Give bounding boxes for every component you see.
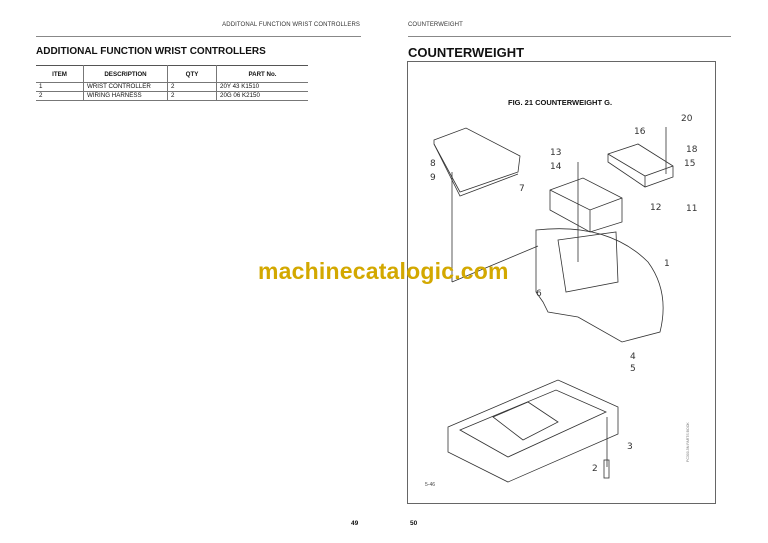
callout-5: 5	[630, 364, 636, 374]
cell-qty: 2	[167, 82, 217, 92]
cover-plate	[433, 127, 521, 193]
callout-4: 4	[630, 352, 636, 362]
parts-table: ITEM DESCRIPTION QTY PART No. 1 WRIST CO…	[36, 65, 308, 101]
weight-block	[549, 177, 623, 233]
bolt-line	[451, 245, 539, 283]
figure-side-code: PC300-5N PARTS BOOK	[686, 422, 690, 462]
cell-item: 1	[36, 82, 84, 92]
cover-plate-edge	[433, 143, 519, 197]
running-header-left: ADDITONAL FUNCTION WRIST CONTROLLERS	[222, 22, 360, 28]
frame-bracket	[492, 401, 559, 441]
callout-6: 6	[536, 289, 542, 299]
callout-14: 14	[550, 162, 562, 172]
column-header-part-no: PART No.	[216, 65, 308, 83]
counterweight-exploded-diagram	[433, 127, 674, 483]
bolt-2	[603, 459, 610, 479]
callout-1: 1	[664, 259, 670, 269]
table-row: 1 WRIST CONTROLLER 2 20Y 43 K1510	[36, 82, 308, 92]
upper-frame	[447, 379, 619, 483]
cell-item: 2	[36, 91, 84, 101]
callout-7: 7	[519, 184, 525, 194]
column-header-qty: QTY	[167, 65, 217, 83]
figure-caption: FIG. 21 COUNTERWEIGHT G.	[508, 98, 613, 107]
page-number-right: 50	[410, 520, 418, 527]
running-header-right: COUNTERWEIGHT	[408, 22, 463, 28]
callout-18: 18	[686, 145, 698, 155]
counterweight-cavity	[557, 231, 619, 293]
callout-9: 9	[430, 173, 436, 183]
figure-frame: FIG. 21 COUNTERWEIGHT G. 20 16 18 15 13 …	[407, 61, 716, 504]
callout-3: 3	[627, 442, 633, 452]
cell-qty: 2	[167, 91, 217, 101]
counterweight-body	[535, 228, 664, 343]
watermark: machinecatalogic.com	[258, 258, 509, 284]
cell-part-no: 20Y 43 K1510	[216, 82, 308, 92]
page-number-left: 49	[351, 520, 359, 527]
upper-frame-inner	[459, 389, 607, 458]
callout-15: 15	[684, 159, 696, 169]
callout-13: 13	[550, 148, 562, 158]
column-header-item: ITEM	[36, 65, 84, 83]
top-weight-block	[607, 143, 674, 188]
column-header-description: DESCRIPTION	[83, 65, 168, 83]
header-rule-right	[408, 36, 731, 37]
header-rule-left	[36, 36, 361, 37]
callout-2: 2	[592, 464, 598, 474]
callout-16: 16	[634, 127, 646, 137]
callout-8: 8	[430, 159, 436, 169]
callout-11: 11	[686, 204, 698, 214]
figure-code: 5-46	[425, 482, 436, 488]
callout-20: 20	[681, 114, 693, 124]
table-header-row: ITEM DESCRIPTION QTY PART No.	[36, 65, 308, 83]
callout-12: 12	[650, 203, 662, 213]
cell-description: WIRING HARNESS	[83, 91, 168, 101]
cell-part-no: 20G 06 K2150	[216, 91, 308, 101]
cell-description: WRIST CONTROLLER	[83, 82, 168, 92]
table-row: 2 WIRING HARNESS 2 20G 06 K2150	[36, 91, 308, 101]
page-title-left: ADDITIONAL FUNCTION WRIST CONTROLLERS	[36, 46, 266, 57]
page-title-right: COUNTERWEIGHT	[408, 45, 525, 60]
